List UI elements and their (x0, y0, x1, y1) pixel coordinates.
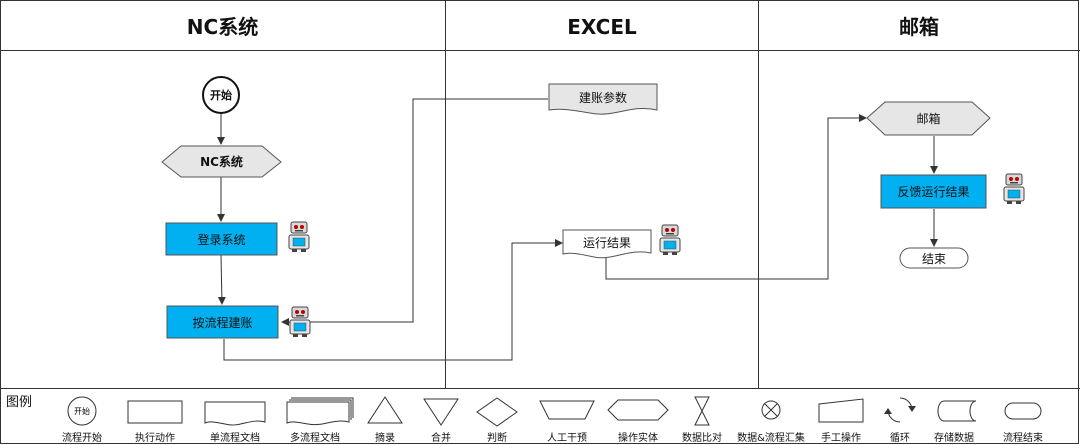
build-node-shape (166, 305, 279, 339)
build-node-label: 按流程建账 (192, 315, 253, 330)
legend-label: 判断 (487, 433, 507, 444)
edge-build-to-result (223, 239, 563, 361)
lane-title-mail: 邮箱 (899, 15, 939, 39)
manual-trapezoid-icon (539, 400, 595, 420)
legend-item-multi-document: 多流程文档 (275, 392, 355, 444)
result-doc-label: 运行结果 (582, 235, 631, 250)
stored-data-icon (937, 400, 977, 422)
terminator-icon (1004, 402, 1042, 420)
legend-item-display: 操作实体 (598, 392, 678, 444)
legend-item-document: 单流程文档 (195, 392, 275, 444)
lane-title-nc: NC系统 (186, 15, 259, 39)
edge-login-to-build (217, 254, 226, 305)
edge-result-to-mailbox (605, 114, 867, 280)
legend-item-terminator: 流程结束 (983, 392, 1063, 444)
legend-item-summing: 数据&流程汇集 (731, 392, 811, 444)
legend-label: 流程开始 (62, 433, 102, 444)
legend-label: 数据&流程汇集 (737, 433, 805, 444)
start-node-shape (202, 76, 240, 114)
extract-triangle-icon (367, 396, 403, 424)
summing-junction-icon (761, 400, 781, 420)
collate-hourglass-icon (694, 396, 710, 426)
robot-icon (288, 221, 310, 252)
svg-text:开始: 开始 (74, 406, 90, 416)
legend-label: 人工干预 (547, 433, 587, 444)
feedback-node-shape (880, 174, 987, 209)
legend-item-stored-data: 存储数据 (914, 392, 994, 444)
multi-document-icon (286, 397, 354, 426)
legend-item-manual: 人工干预 (527, 392, 607, 444)
legend-label: 单流程文档 (210, 433, 260, 444)
feedback-node-label: 反馈运行结果 (897, 185, 970, 199)
login-node-label: 登录系统 (197, 232, 246, 247)
params-doc-label: 建账参数 (578, 90, 627, 105)
legend-label: 多流程文档 (290, 433, 340, 444)
legend-label: 循环 (890, 433, 910, 444)
document-icon (204, 401, 266, 426)
robot-icon (1003, 173, 1025, 204)
display-hexagon-icon (607, 399, 669, 421)
legend-label: 数据比对 (682, 433, 722, 444)
legend-label: 合并 (431, 433, 451, 444)
start-node-label: 开始 (210, 89, 232, 102)
end-node-shape (899, 247, 969, 269)
legend-item-process: 执行动作 (115, 392, 195, 444)
legend-label: 存储数据 (934, 433, 974, 444)
result-doc-shape (562, 229, 652, 259)
mailbox-node-label: 邮箱 (916, 112, 941, 126)
robot-icon (289, 306, 311, 337)
lane-title-excel: EXCEL (567, 15, 637, 39)
legend-label: 操作实体 (618, 433, 658, 444)
legend-item-merge: 合并 (401, 392, 481, 444)
edge-params-to-build (281, 98, 548, 326)
legend-title: 图例 (6, 395, 33, 410)
decision-diamond-icon (476, 397, 518, 427)
robot-icon (659, 224, 681, 255)
loop-arrows-icon (884, 397, 916, 423)
legend-item-collate: 数据比对 (662, 392, 742, 444)
legend-label: 执行动作 (135, 433, 175, 444)
params-doc-shape (548, 83, 658, 115)
nc-system-node-label: NC系统 (200, 155, 243, 169)
nc-system-node-shape (161, 145, 282, 178)
legend-item-extract: 摘录 (345, 392, 425, 444)
legend-label: 流程结束 (1003, 433, 1043, 444)
legend-item-start: 开始 流程开始 (42, 392, 122, 444)
legend-label: 手工操作 (821, 433, 861, 444)
legend-item-decision: 判断 (457, 392, 537, 444)
legend-item-loop: 循环 (860, 392, 940, 444)
manual-input-icon (818, 398, 864, 423)
legend-label: 摘录 (375, 433, 395, 444)
mailbox-node-shape (866, 101, 991, 136)
end-node-label: 结束 (921, 251, 946, 266)
start-circle-icon: 开始 (67, 396, 97, 426)
process-rect-icon (127, 400, 183, 424)
login-node-shape (165, 222, 278, 256)
legend-item-manual-input: 手工操作 (801, 392, 881, 444)
merge-triangle-icon (423, 398, 459, 426)
